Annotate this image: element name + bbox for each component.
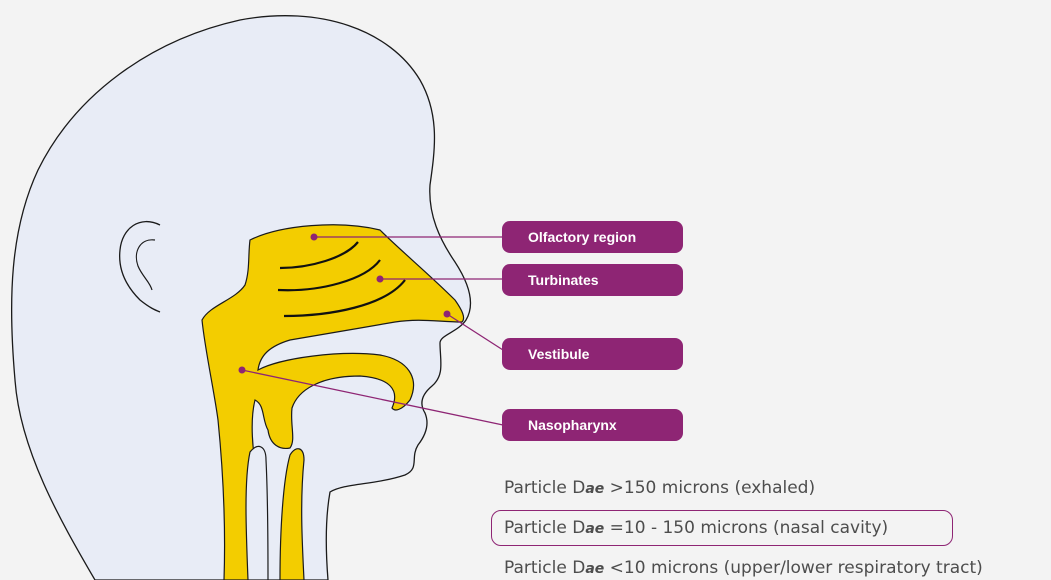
label-vestibule: Vestibule — [502, 338, 683, 370]
legend-subscript: ae — [585, 521, 604, 537]
legend-prefix: Particle D — [504, 478, 585, 498]
legend-line-respiratory-tract: Particle Dae <10 microns (upper/lower re… — [504, 557, 983, 580]
legend-subscript: ae — [585, 561, 604, 577]
legend-suffix: >150 microns (exhaled) — [604, 478, 815, 498]
legend-suffix: =10 - 150 microns (nasal cavity) — [604, 518, 888, 538]
trachea-outline — [246, 446, 268, 580]
dot-nasopharynx — [239, 367, 246, 374]
legend-line-exhaled: Particle Dae >150 microns (exhaled) — [504, 477, 815, 500]
legend-prefix: Particle D — [504, 558, 585, 578]
dot-olfactory — [311, 234, 318, 241]
dot-turbinates — [377, 276, 384, 283]
legend-prefix: Particle D — [504, 518, 585, 538]
legend-suffix: <10 microns (upper/lower respiratory tra… — [604, 558, 983, 578]
leader-line-vestibule — [447, 314, 503, 350]
legend-line-nasal-cavity: Particle Dae =10 - 150 microns (nasal ca… — [504, 517, 888, 540]
dot-vestibule — [444, 311, 451, 318]
label-turbinates: Turbinates — [502, 264, 683, 296]
label-nasopharynx: Nasopharynx — [502, 409, 683, 441]
legend-subscript: ae — [585, 481, 604, 497]
label-olfactory-region: Olfactory region — [502, 221, 683, 253]
